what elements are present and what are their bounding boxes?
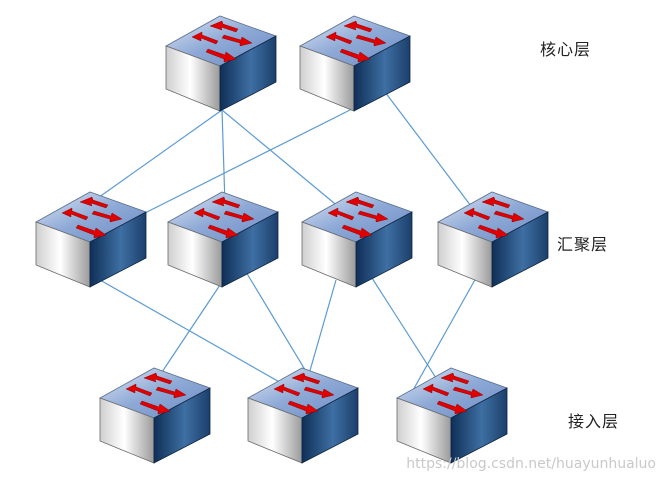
- aggregation-layer-label: 汇聚层: [557, 235, 609, 254]
- link-core-1-agg-3: [221, 109, 341, 209]
- link-core-1-agg-1: [94, 109, 223, 201]
- link-agg-2-access-2: [239, 261, 317, 389]
- switch-icon-agg-4: [437, 191, 549, 288]
- link-agg-3-access-3: [371, 277, 446, 393]
- switch-icon-access-1: [99, 367, 211, 464]
- link-core-1-agg-2: [221, 109, 226, 206]
- switch-icon-core-1: [165, 15, 277, 112]
- access-layer-label: 接入层: [568, 412, 620, 431]
- links-layer: [94, 91, 477, 393]
- switch-icon-agg-1: [35, 191, 147, 288]
- nodes-layer: [35, 15, 549, 464]
- link-agg-3-access-2: [304, 279, 337, 389]
- link-core-2-agg-1: [134, 107, 355, 219]
- switch-icon-agg-2: [167, 191, 279, 288]
- link-agg-2-access-1: [157, 284, 221, 379]
- link-core-2-agg-4: [384, 91, 475, 211]
- switch-icon-core-2: [299, 15, 411, 112]
- switch-icon-access-2: [247, 367, 359, 464]
- watermark-text: https://blog.csdn.net/huayunhualuo: [406, 456, 656, 472]
- switch-icon-access-3: [396, 367, 508, 464]
- link-agg-1-access-2: [99, 279, 291, 389]
- switch-icon-agg-3: [301, 191, 413, 288]
- core-layer-label: 核心层: [540, 40, 592, 59]
- link-agg-4-access-3: [411, 277, 477, 393]
